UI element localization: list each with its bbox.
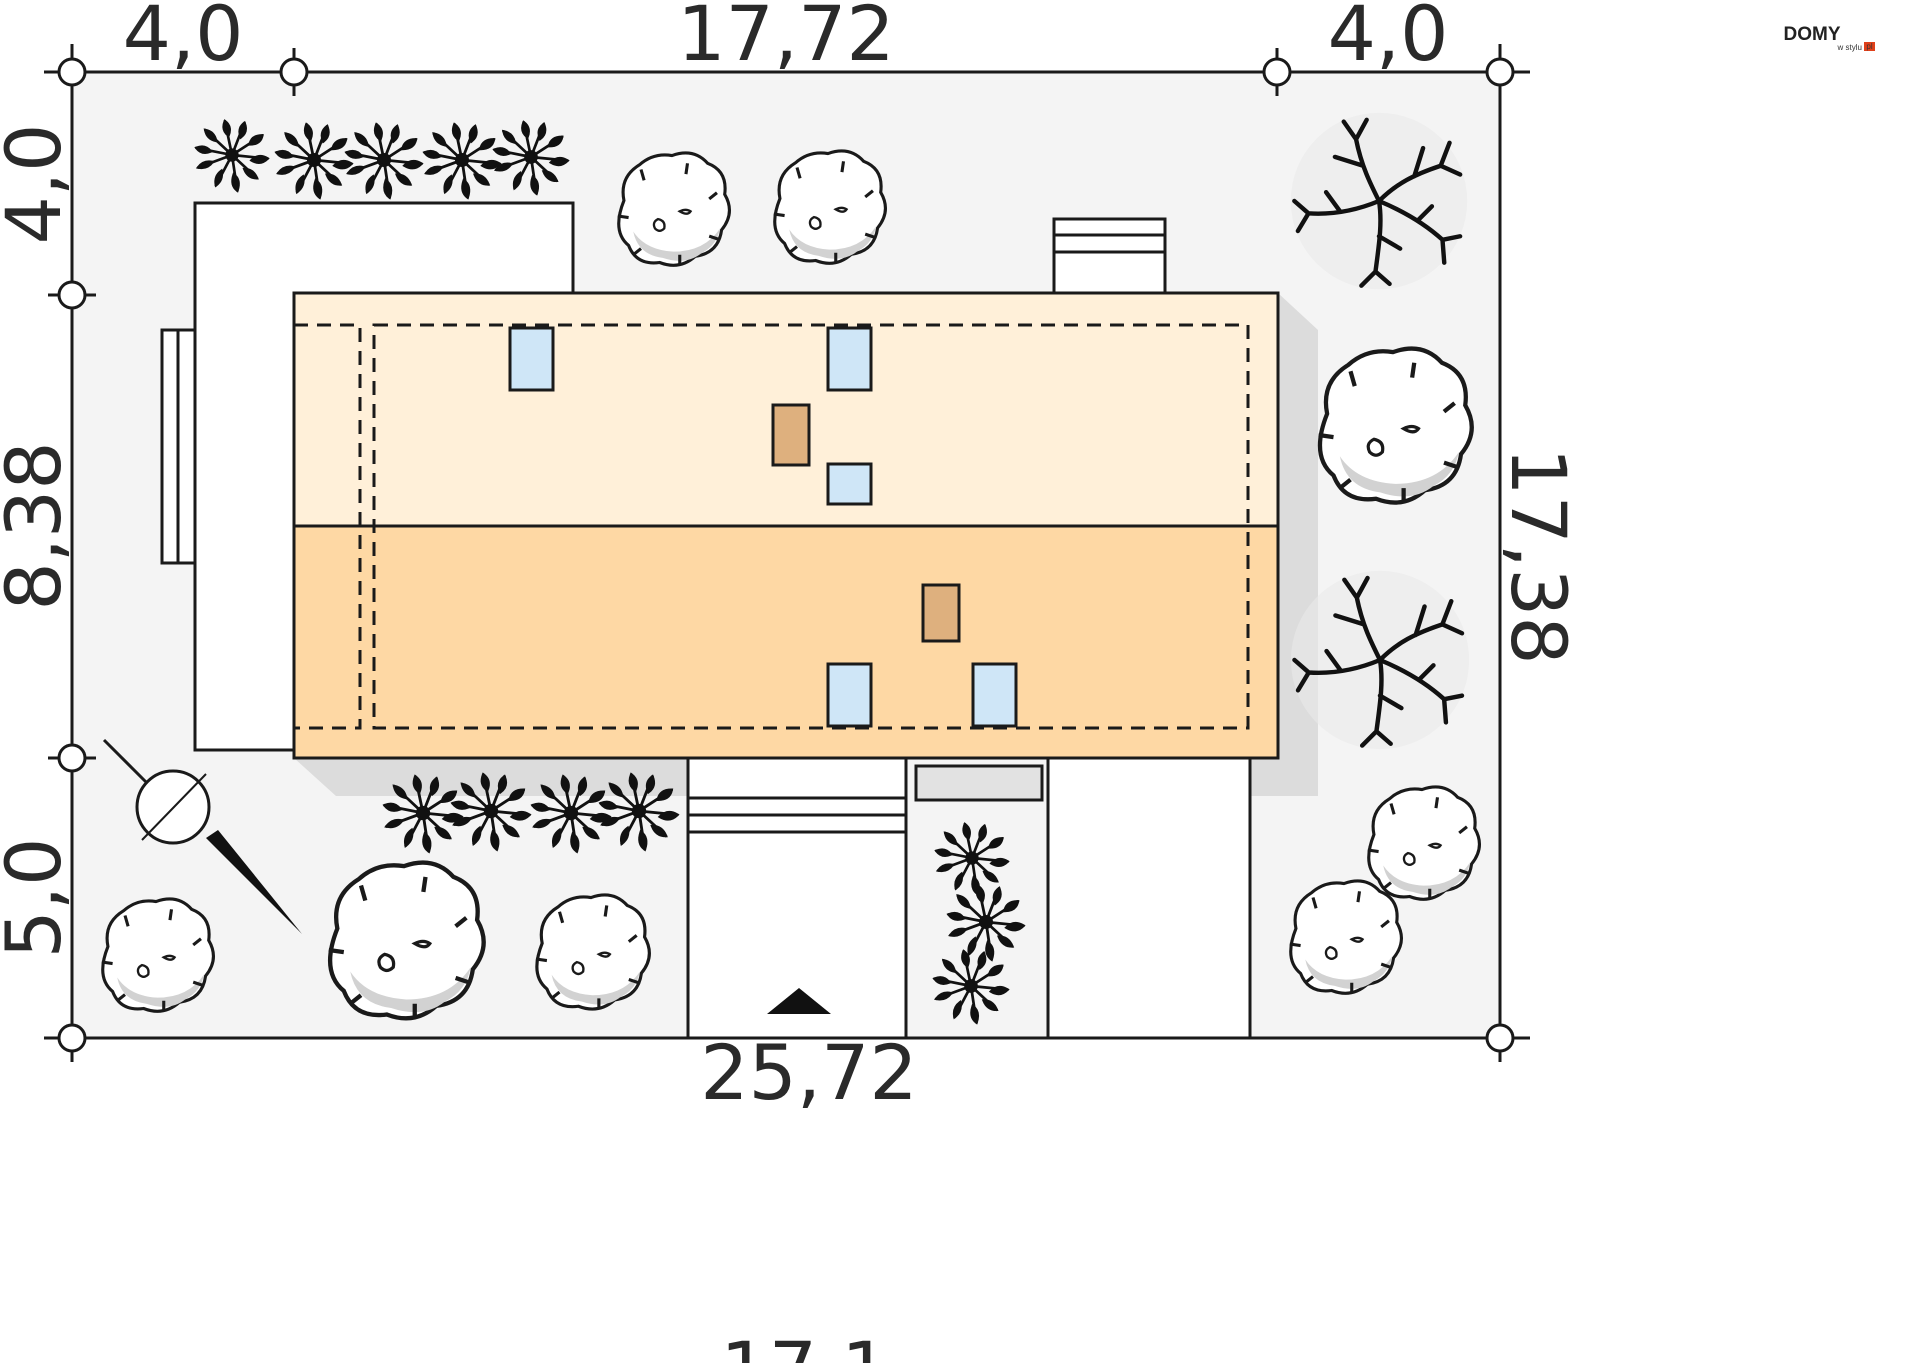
branch-tree-icon — [1291, 113, 1467, 289]
skylight — [826, 326, 873, 392]
entrance-arrow-icon — [767, 988, 831, 1014]
dim-left-top: 4,0 — [0, 124, 78, 245]
dimension-nodes — [57, 57, 1515, 1053]
round-tree-icon — [329, 863, 484, 1019]
round-tree-icon — [1288, 879, 1403, 996]
logo-subtext: w stylu — [1837, 43, 1862, 52]
dimension-node — [279, 57, 309, 87]
skylight — [971, 662, 1018, 728]
brand-logo: DOMY w stylu pl — [1784, 24, 1875, 52]
logo-badge — [1864, 42, 1875, 51]
dim-top-left: 4,0 — [123, 0, 244, 78]
branch-tree-icon — [1291, 571, 1469, 749]
round-tree-icon — [1366, 785, 1481, 902]
dim-bottom: 25,72 — [700, 1028, 918, 1117]
dim-right: 17,38 — [1494, 447, 1583, 665]
logo-text: DOMY — [1784, 24, 1841, 45]
front-yard-path — [1046, 756, 1252, 1040]
dim-left-middle: 8,38 — [0, 441, 78, 610]
chimney — [921, 583, 961, 643]
round-tree-icon — [534, 893, 651, 1011]
entry-step — [914, 764, 1044, 802]
dimension-node — [1262, 57, 1292, 87]
dimension-node — [57, 280, 87, 310]
dimension-node — [57, 1023, 87, 1053]
round-tree-icon — [616, 151, 731, 268]
chimney — [771, 403, 811, 467]
dim-top-right: 4,0 — [1328, 0, 1449, 78]
wall-outline-dashed — [372, 323, 1250, 730]
round-tree-icon — [1319, 349, 1472, 503]
round-tree-icon — [772, 149, 887, 266]
dim-top-middle: 17,72 — [677, 0, 895, 78]
dimension-node — [57, 743, 87, 773]
dimension-node — [57, 57, 87, 87]
dimension-node — [1485, 1023, 1515, 1053]
dimension-node — [1485, 57, 1515, 87]
skylight — [826, 462, 873, 506]
dim-bottom-cut: 17,1 — [720, 1325, 889, 1363]
skylight — [508, 326, 555, 392]
rear-terrace — [1052, 217, 1167, 296]
roof-lower-slope — [292, 524, 1280, 760]
round-tree-icon — [100, 897, 215, 1014]
compass-icon — [102, 738, 302, 934]
skylight — [826, 662, 873, 728]
wall-outline-dashed — [294, 323, 362, 730]
dim-left-bottom: 5,0 — [0, 838, 78, 959]
logo-accent: pl — [1866, 42, 1872, 51]
